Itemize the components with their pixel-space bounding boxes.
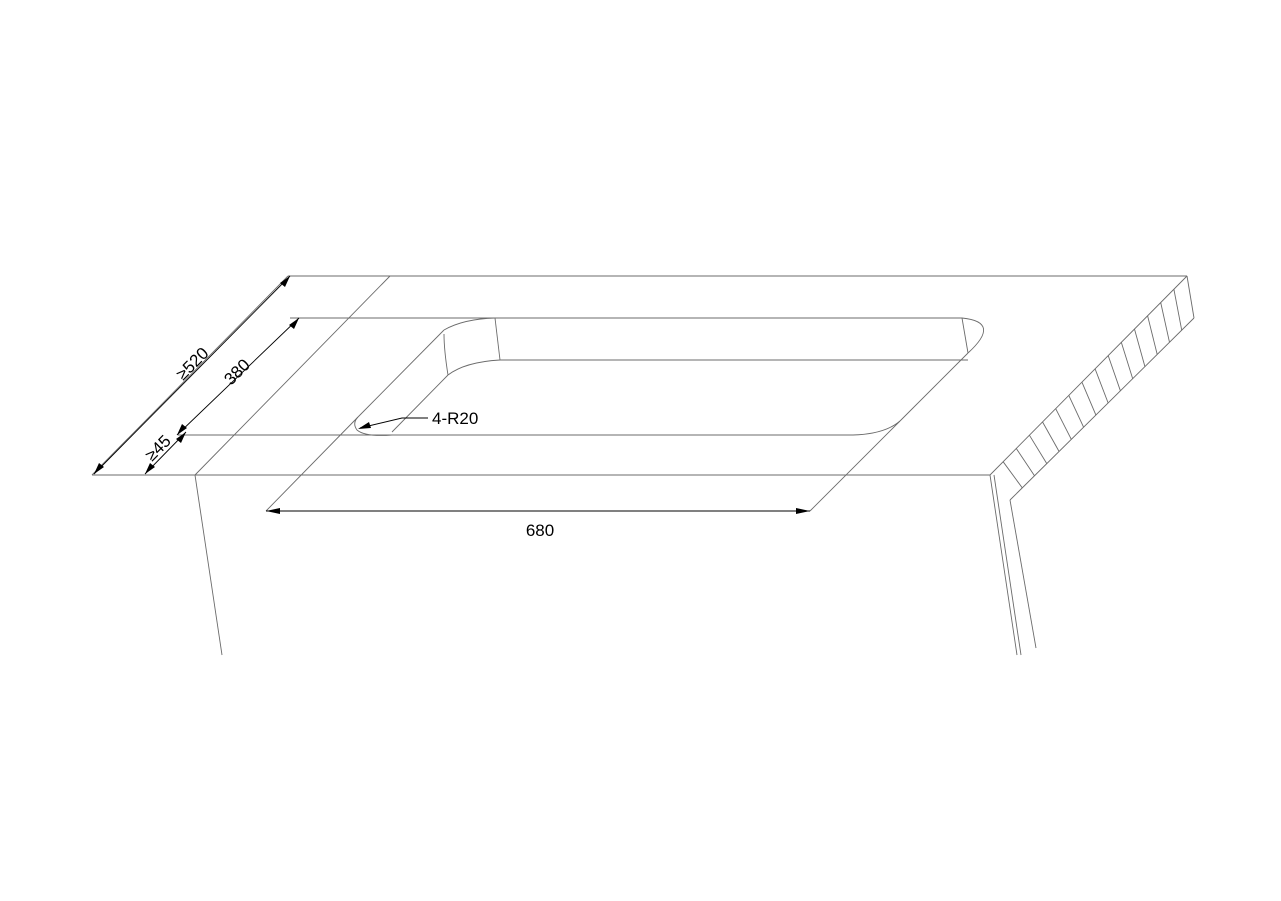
hatch-line	[1173, 289, 1183, 331]
cabinet-sides	[194, 275, 1195, 656]
cutout-right-edge	[899, 352, 969, 422]
hatch-line	[1055, 408, 1072, 440]
side-face-right-edge	[1186, 275, 1195, 319]
cutout-back-right-corner	[961, 317, 985, 354]
dim-text-cutout-width: 680	[526, 521, 554, 540]
cutout-front-ref-line	[809, 420, 901, 512]
slab-left-edge	[91, 275, 289, 476]
cutout-inner-left-edge	[391, 374, 449, 433]
cutout-front-left-corner	[354, 416, 393, 436]
cutout-left-edge	[357, 329, 445, 418]
arrow-head-icon	[176, 432, 186, 443]
sink-cutout	[178, 317, 985, 512]
arrow-head-icon	[266, 508, 280, 514]
dim-text-corner-radius: 4-R20	[432, 409, 478, 428]
hatch-line	[1002, 461, 1023, 489]
hatch-line	[1134, 328, 1146, 367]
arrow-head-icon	[289, 318, 299, 329]
cutout-front-right-corner	[852, 420, 901, 436]
arrow-head-icon	[177, 424, 187, 435]
countertop-slab	[91, 275, 1188, 476]
side-face-lower-edge	[1009, 317, 1195, 501]
dimension-overall-depth: ≥520	[93, 275, 291, 475]
dimension-front-margin: ≥45	[141, 431, 187, 475]
dim-line-overall-depth	[93, 275, 291, 475]
hatch-line	[1042, 421, 1060, 452]
dim-text-front-margin: ≥45	[141, 431, 174, 464]
slab-right-top-edge	[989, 275, 1188, 476]
callout-corner-radius: 4-R20	[358, 409, 478, 429]
right-panel-inner	[993, 474, 1022, 656]
hatch-line	[1015, 448, 1035, 476]
cutout-inner-back-left-round	[447, 359, 501, 376]
dim-line-cutout-depth	[176, 317, 300, 436]
hatch-line	[1081, 381, 1097, 416]
hatch-line	[1120, 342, 1134, 379]
cutout-back-right-wall	[961, 317, 969, 354]
dimension-cutout-depth: 380	[176, 317, 300, 436]
hatch-line	[1094, 368, 1109, 404]
dim-text-overall-depth: ≥520	[172, 344, 212, 384]
cutout-left-ref-line	[265, 416, 359, 512]
cutout-back-left-corner	[443, 317, 496, 331]
cutout-inner-left-corner	[443, 333, 449, 376]
hatch-line	[1107, 355, 1121, 391]
arrow-head-icon	[94, 463, 104, 474]
right-panel-outer	[989, 474, 1018, 656]
dimension-cutout-width: 680	[266, 508, 810, 540]
hatch-line	[1029, 434, 1048, 464]
left-panel-line	[194, 474, 223, 656]
arrow-head-icon	[796, 508, 810, 514]
right-panel-back	[1009, 499, 1037, 649]
dim-text-cutout-depth: 380	[220, 355, 253, 388]
arrow-head-icon	[358, 422, 371, 429]
hatch-line	[1160, 302, 1170, 343]
leader-line-corner-radius	[359, 417, 428, 429]
hatch-line	[1068, 395, 1085, 428]
hatch-line	[1147, 315, 1158, 355]
arrow-head-icon	[145, 463, 155, 474]
cutout-back-left-wall	[494, 317, 501, 361]
arrow-head-icon	[280, 276, 290, 287]
slab-left-ref-line	[194, 275, 391, 476]
side-face-hatching	[1002, 289, 1183, 489]
